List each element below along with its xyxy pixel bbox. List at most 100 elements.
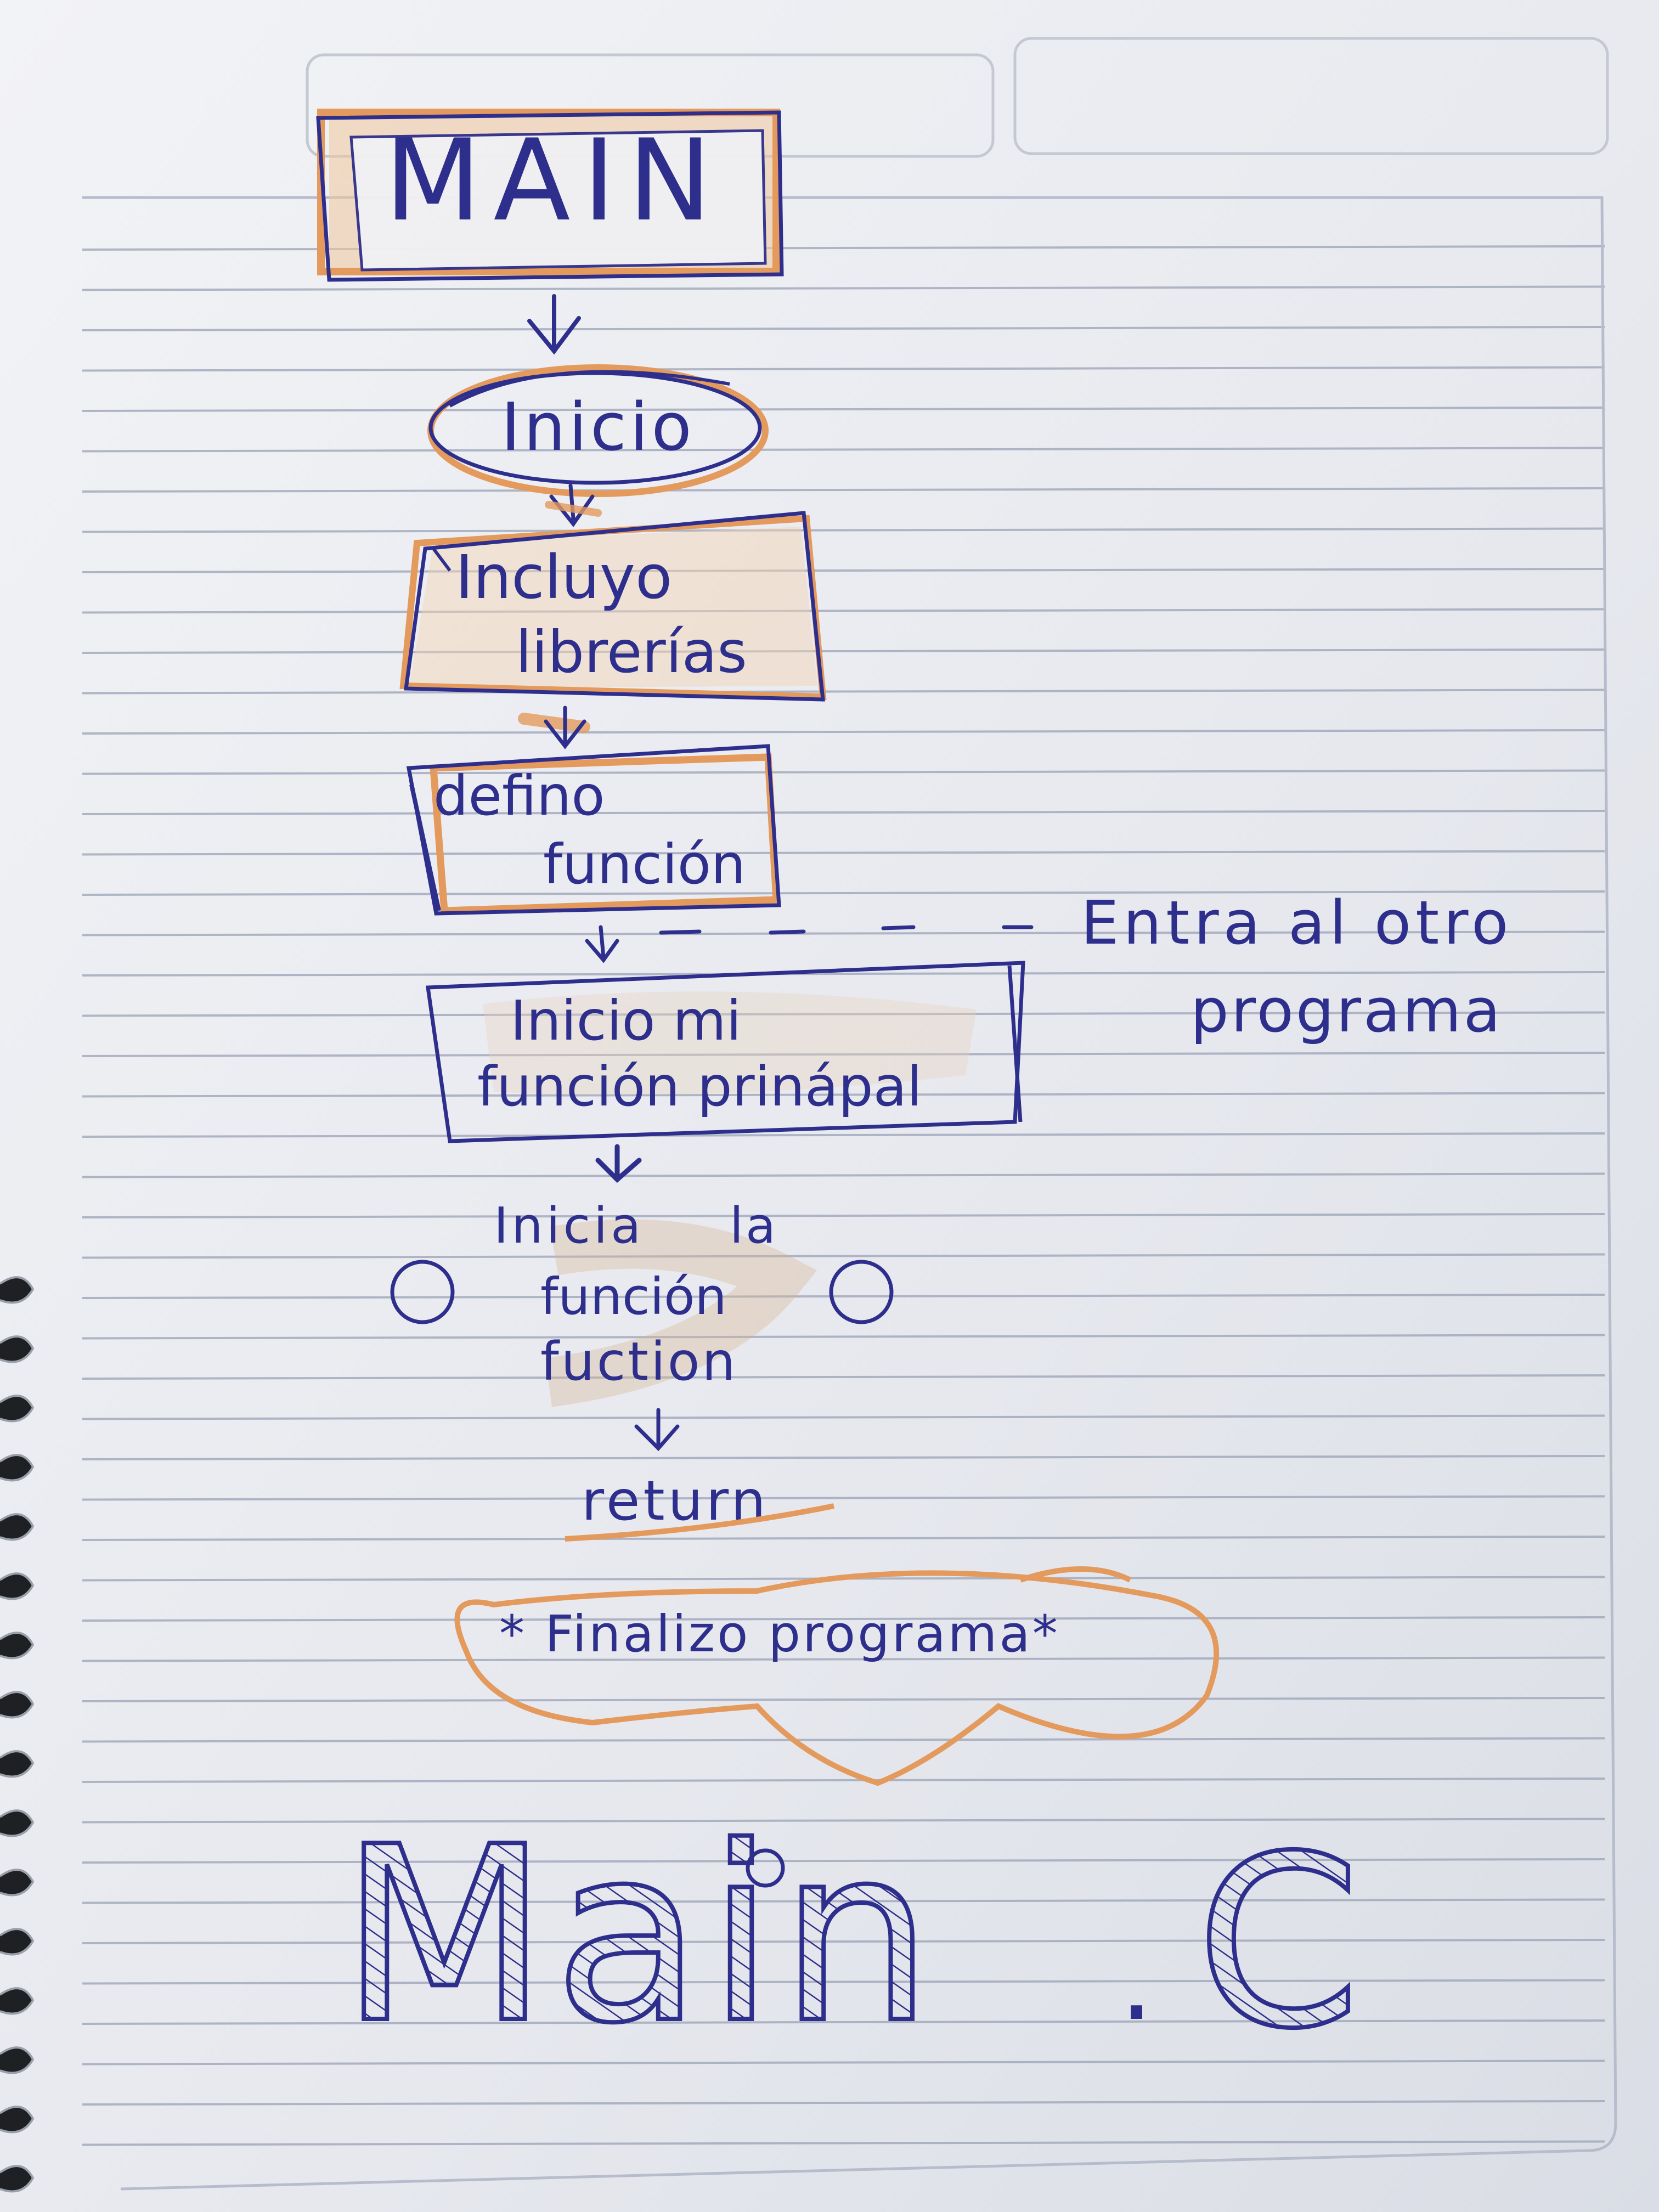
inicio-text: Inicio bbox=[501, 390, 695, 466]
footer-c-text: C bbox=[1196, 1806, 1361, 2080]
main-c-footer: Main . C bbox=[338, 1793, 1363, 2083]
spiral-ring bbox=[0, 1632, 35, 1660]
spiral-ring bbox=[0, 1335, 35, 1363]
ruled-lines bbox=[82, 245, 1605, 2146]
main-title-box: MAIN bbox=[316, 109, 784, 282]
finalizo-text: * Finalizo programa* bbox=[499, 1605, 1060, 1663]
ruled-line bbox=[82, 1052, 1605, 1057]
arrow-inicia-to-return bbox=[634, 1408, 680, 1452]
defino-text-line1: defino bbox=[433, 764, 605, 828]
spiral-ring bbox=[0, 2165, 35, 2193]
ruled-line bbox=[82, 689, 1605, 695]
spiral-ring bbox=[0, 1987, 35, 2015]
spiral-ring bbox=[0, 1809, 35, 1837]
ruled-line bbox=[82, 1455, 1605, 1460]
inicio-mi-text-line1: Inicio mi bbox=[510, 989, 742, 1053]
finalizo-cloud: * Finalizo programa* bbox=[454, 1566, 1220, 1786]
inicia-text-line3: fuction bbox=[540, 1331, 737, 1392]
inicia-text-line1b: la bbox=[730, 1197, 778, 1255]
inicio-mi-funcion-box: Inicio mi función prinápal bbox=[425, 961, 1025, 1143]
arrow-incluyo-to-defino bbox=[518, 706, 590, 749]
ruled-line bbox=[82, 930, 1605, 936]
ruled-line bbox=[82, 971, 1605, 977]
ruled-line bbox=[82, 2140, 1605, 2146]
ruled-line bbox=[82, 568, 1605, 573]
incluyo-text-line2: librerías bbox=[516, 619, 747, 686]
side-note-line2: programa bbox=[1190, 975, 1503, 1046]
footer-dot-text: . bbox=[1119, 1917, 1154, 2045]
arrow-defino-to-inicio-mi bbox=[585, 925, 619, 963]
ruled-line bbox=[82, 608, 1605, 614]
ruled-line bbox=[82, 1092, 1605, 1098]
ruled-line bbox=[82, 1132, 1605, 1138]
ruled-line bbox=[82, 1898, 1605, 1904]
ruled-line bbox=[82, 810, 1605, 815]
ruled-line bbox=[82, 1414, 1605, 1420]
ruled-line bbox=[82, 1979, 1605, 1985]
ruled-line bbox=[82, 1011, 1605, 1017]
spiral-binding bbox=[0, 1276, 35, 2193]
inicio-mi-text-line2: función prinápal bbox=[477, 1054, 922, 1119]
ruled-line bbox=[82, 2019, 1605, 2025]
spiral-ring bbox=[0, 1691, 35, 1719]
dashed-connector bbox=[659, 925, 1034, 935]
ruled-line bbox=[82, 1939, 1605, 1944]
inicia-text-line1: Inicia bbox=[494, 1197, 644, 1255]
ruled-line bbox=[82, 1656, 1605, 1662]
page-border bbox=[82, 196, 1617, 2191]
spiral-ring bbox=[0, 1572, 35, 1600]
ruled-line bbox=[82, 1697, 1605, 1702]
inicio-oval: Inicio bbox=[427, 364, 769, 497]
ruled-line bbox=[82, 1778, 1605, 1783]
arrow-main-to-inicio bbox=[527, 294, 581, 355]
spiral-ring bbox=[0, 1869, 35, 1897]
ruled-line bbox=[82, 1294, 1605, 1299]
right-circle bbox=[829, 1260, 894, 1324]
header-box-right bbox=[1013, 37, 1609, 155]
spiral-ring bbox=[0, 1395, 35, 1423]
ruled-line bbox=[82, 326, 1605, 331]
ruled-line bbox=[82, 850, 1605, 856]
ruled-line bbox=[82, 1858, 1605, 1864]
main-title-text: MAIN bbox=[385, 116, 724, 246]
incluyo-librerias-box: Incluyo librerías bbox=[399, 511, 827, 702]
inicia-funcion-node: Inicia la función fuction bbox=[390, 1197, 894, 1407]
left-circle bbox=[390, 1260, 455, 1324]
spiral-ring bbox=[0, 1454, 35, 1482]
ruled-line bbox=[82, 285, 1605, 291]
footer-i-dot bbox=[746, 1848, 785, 1888]
ruled-line bbox=[82, 1616, 1605, 1622]
ruled-line bbox=[82, 1253, 1605, 1259]
ruled-line bbox=[82, 407, 1605, 412]
ruled-line bbox=[82, 890, 1605, 896]
ruled-line bbox=[82, 1495, 1605, 1501]
ruled-line bbox=[82, 1536, 1605, 1541]
footer-main-text: Main bbox=[340, 1795, 938, 2076]
ruled-line bbox=[82, 527, 1605, 533]
ruled-line bbox=[82, 1213, 1605, 1218]
spiral-ring bbox=[0, 2106, 35, 2134]
ruled-line bbox=[82, 2100, 1605, 2106]
spiral-ring bbox=[0, 1928, 35, 1956]
return-node: return bbox=[565, 1469, 835, 1542]
incluyo-text-line1: Incluyo bbox=[455, 542, 672, 612]
inicia-text-line2: función bbox=[540, 1267, 727, 1326]
arrow-inicio-to-incluyo bbox=[545, 483, 602, 527]
ruled-line bbox=[82, 648, 1605, 654]
spiral-ring bbox=[0, 1276, 35, 1304]
spiral-ring bbox=[0, 2046, 35, 2074]
defino-funcion-box: defino función bbox=[406, 744, 781, 916]
ruled-line bbox=[82, 1737, 1605, 1743]
ruled-line bbox=[82, 1172, 1605, 1178]
defino-text-line2: función bbox=[543, 832, 746, 896]
side-note-line1: Entra al otro bbox=[1081, 888, 1513, 958]
ruled-line bbox=[82, 1818, 1605, 1824]
spiral-ring bbox=[0, 1513, 35, 1541]
ruled-line bbox=[82, 447, 1605, 453]
ruled-line bbox=[82, 1334, 1605, 1340]
ruled-line bbox=[82, 1374, 1605, 1380]
ruled-line bbox=[82, 729, 1605, 735]
ruled-line bbox=[82, 487, 1605, 493]
